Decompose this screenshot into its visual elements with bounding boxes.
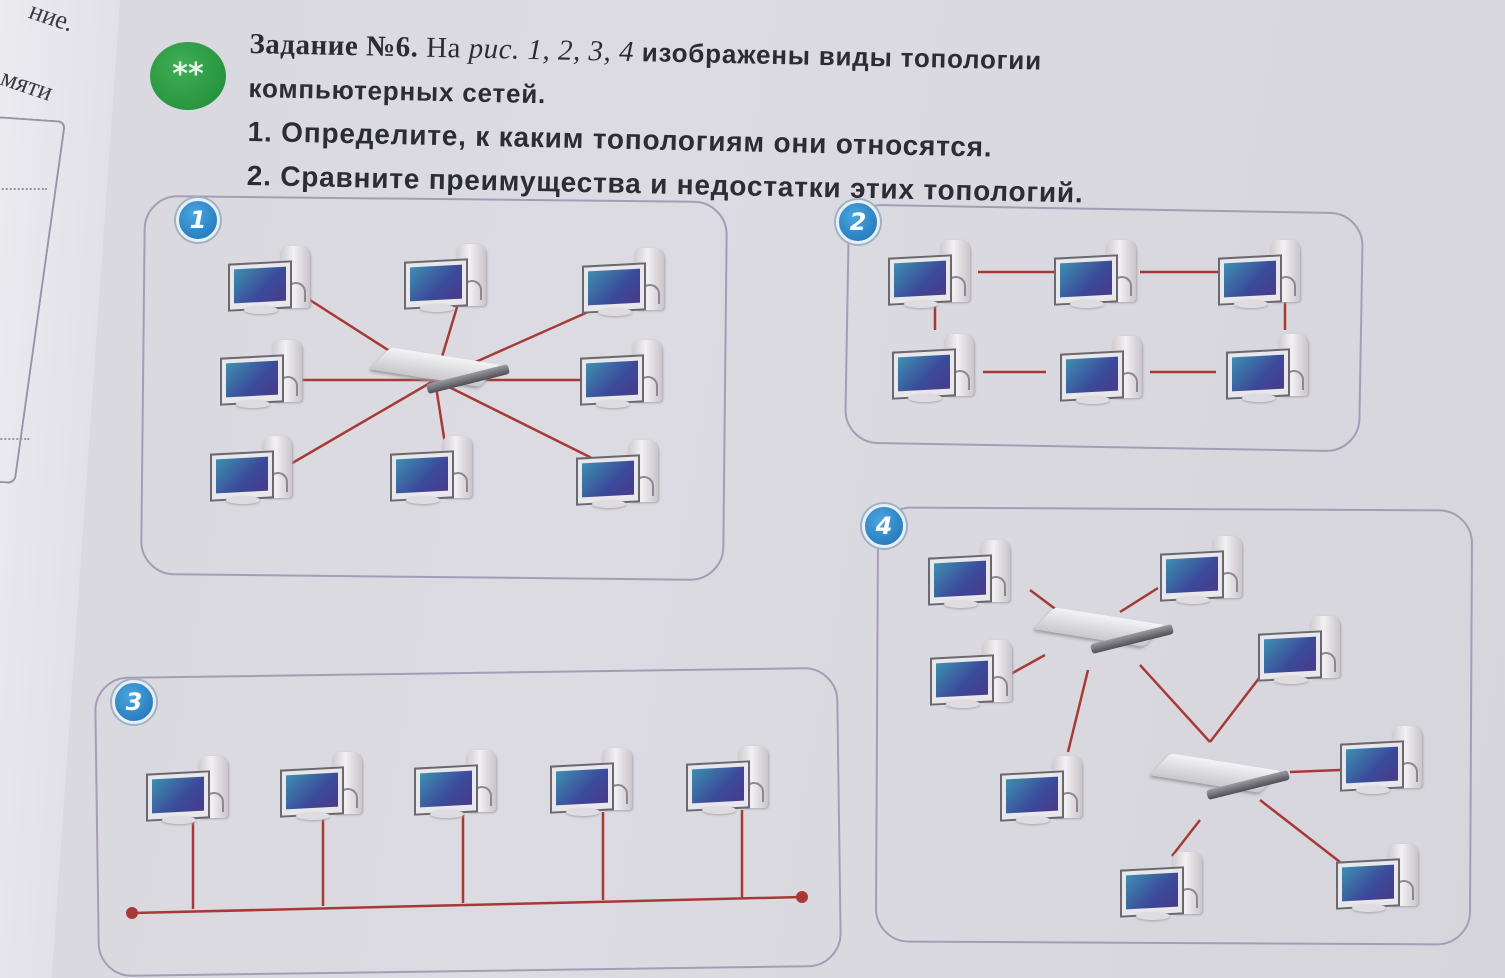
computer-icon [1218, 240, 1314, 310]
network-cable [1171, 819, 1201, 857]
computer-icon [576, 440, 672, 510]
computer-icon [888, 240, 984, 310]
computer-icon [414, 750, 510, 820]
computer-icon [146, 756, 242, 826]
bus-cable [131, 895, 803, 915]
network-cable [1289, 768, 1341, 774]
computer-icon [210, 436, 306, 506]
figure-number-2: 2 [836, 200, 880, 244]
computer-icon [1340, 726, 1436, 796]
computer-icon [1120, 852, 1216, 922]
network-cable [1139, 664, 1211, 743]
computer-icon [1000, 756, 1096, 826]
network-cable [1066, 669, 1090, 753]
computer-icon [404, 244, 500, 314]
computer-icon [1060, 336, 1156, 406]
two-asterisks-icon: ** [172, 57, 204, 92]
computer-icon [1258, 616, 1354, 686]
computer-icon [280, 752, 376, 822]
network-cable [1259, 799, 1341, 863]
hub-icon [1149, 753, 1292, 802]
computer-icon [582, 248, 678, 318]
difficulty-badge: ** [150, 42, 226, 110]
computer-icon [892, 334, 988, 404]
computer-icon [390, 436, 486, 506]
network-cable [1119, 586, 1159, 614]
hub-icon [369, 347, 512, 396]
bus-terminator [796, 891, 808, 903]
computer-icon [228, 246, 324, 316]
figure-number-4: 4 [862, 504, 906, 548]
figure-number-3: 3 [112, 680, 156, 724]
computer-icon [686, 746, 782, 816]
computer-icon [1054, 240, 1150, 310]
computer-icon [550, 748, 646, 818]
computer-icon [930, 640, 1026, 710]
computer-icon [1160, 536, 1256, 606]
computer-icon [220, 340, 316, 410]
computer-icon [580, 340, 676, 410]
network-cable [269, 378, 436, 478]
computer-icon [1336, 844, 1432, 914]
hub-icon [1033, 607, 1176, 656]
computer-icon [928, 540, 1024, 610]
figure-number-1: 1 [176, 198, 220, 242]
computer-icon [1226, 334, 1322, 404]
bus-terminator [126, 907, 138, 919]
